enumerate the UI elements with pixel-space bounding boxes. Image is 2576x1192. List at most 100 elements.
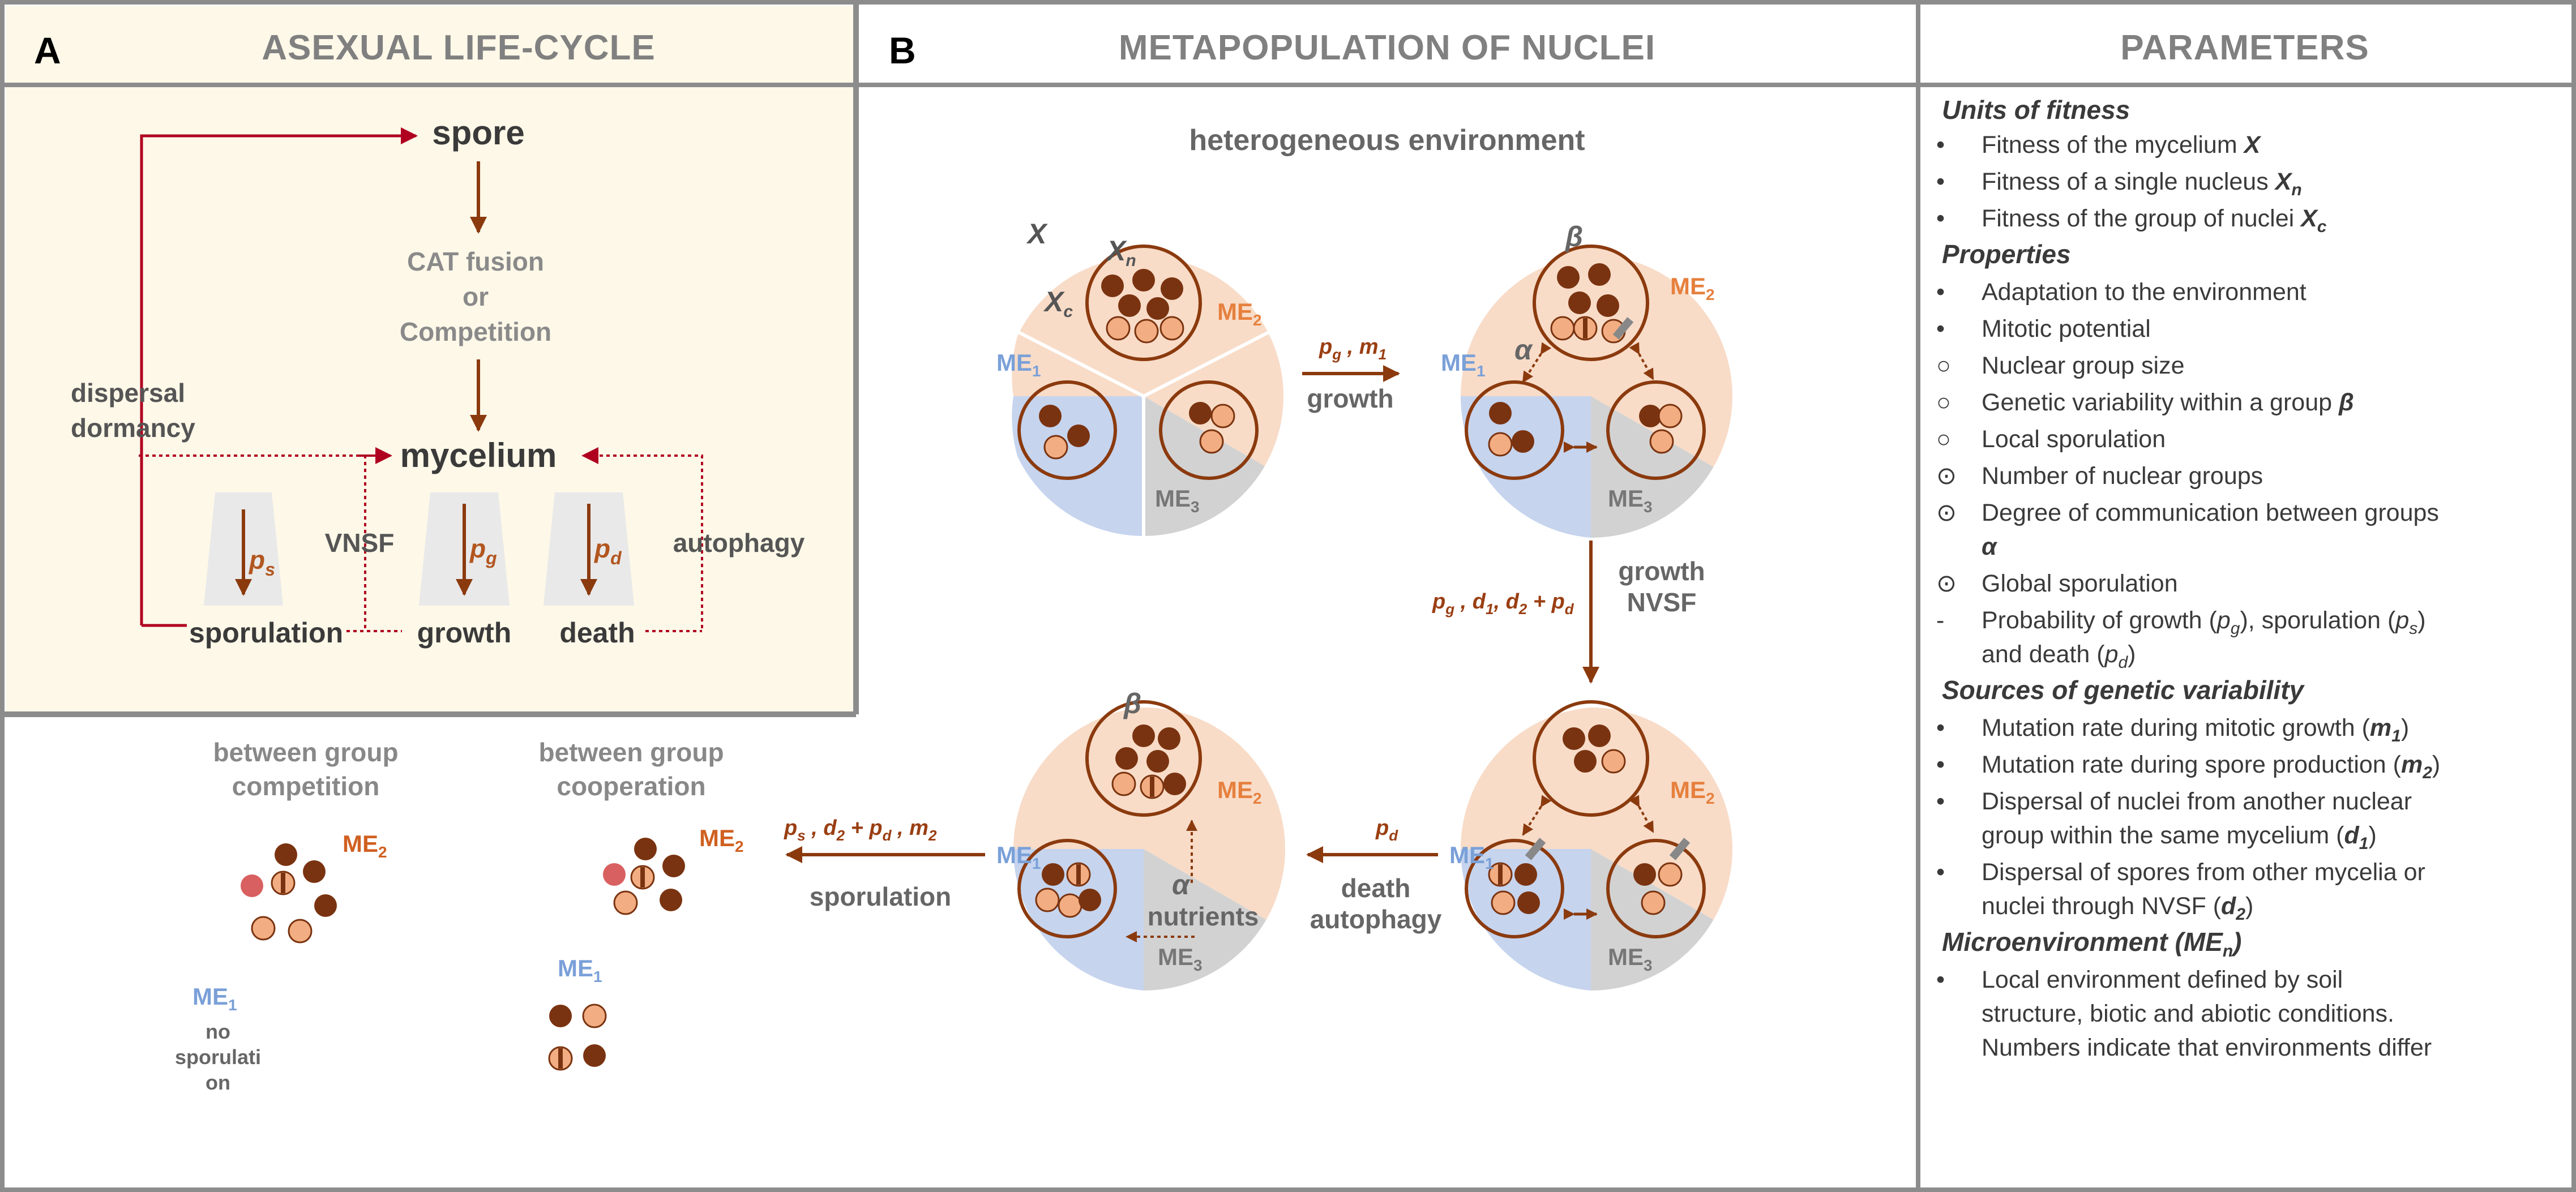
dark-nucleus: [1079, 889, 1101, 911]
dark-nucleus: [1146, 750, 1169, 773]
pd-label: pd: [593, 534, 622, 568]
dispersal-label: dispersal: [71, 378, 185, 408]
bullet: •: [1936, 205, 1945, 232]
nuclear-group-me3: [1159, 380, 1259, 480]
dark-nucleus: [1588, 263, 1611, 286]
light-nucleus: [251, 916, 276, 941]
environment-title: heterogeneous environment: [1189, 124, 1585, 157]
spore-entry-marker: [1669, 838, 1691, 860]
source-mitotic-mutation: Mutation rate during mitotic growth (m1): [1982, 714, 2409, 745]
cat-fusion-label: CAT fusion: [407, 247, 544, 276]
light-nucleus: [1649, 429, 1674, 454]
param-fitness-nucleus: Fitness of a single nucleus Xn: [1982, 168, 2302, 199]
dark-nucleus: [1132, 269, 1155, 291]
me3-label: ME3: [1608, 944, 1653, 974]
light-nucleus: [1658, 404, 1683, 428]
beta-label: β: [1564, 221, 1583, 252]
light-nucleus: [1601, 749, 1626, 774]
dark-nucleus: [634, 838, 657, 860]
panel-c-title: PARAMETERS: [2120, 28, 2369, 67]
light-nucleus: [1058, 893, 1082, 918]
source-spore-mutation: Mutation rate during spore production (m…: [1982, 751, 2440, 782]
dark-nucleus: [1588, 724, 1611, 747]
dormancy-label: dormancy: [71, 413, 195, 443]
dark-nucleus: [1161, 277, 1183, 300]
light-nucleus: [1111, 771, 1136, 796]
me2-label: ME2: [1670, 273, 1715, 303]
dash-bullet: -: [1936, 607, 1944, 634]
me3-label: ME3: [1608, 485, 1653, 516]
sector-divider: [1142, 329, 1272, 398]
prop-genetic-variability: Genetic variability within a group β: [1982, 389, 2354, 416]
dark-nucleus: [1489, 402, 1512, 425]
dark-nucleus: [1039, 405, 1062, 427]
me2-label: ME2: [1670, 777, 1715, 807]
migrating-nucleus-marker: [1612, 317, 1634, 340]
growth-step-params: pg , m1: [1319, 335, 1387, 363]
section-properties: Properties: [1942, 239, 2071, 269]
micro-definition-3: Numbers indicate that environments diffe…: [1982, 1034, 2432, 1061]
cooperation-cluster: ME2: [603, 825, 744, 915]
bullet: •: [1936, 966, 1945, 993]
micro-definition-1: Local environment defined by soil: [1982, 966, 2343, 993]
me1-label: ME1: [996, 349, 1041, 380]
autophagy-label: autophagy: [673, 528, 805, 558]
nucleus-stripe: [1583, 318, 1587, 338]
xc-label: Xc: [1043, 286, 1073, 321]
me3-label: ME3: [1158, 944, 1203, 974]
dark-nucleus: [1042, 863, 1064, 886]
panel-a-header-band: [6, 6, 855, 85]
mycelium-stage-4: α β nutrients ME1 ME2 ME3: [996, 688, 1285, 991]
dark-nucleus: [303, 860, 326, 883]
mycelium-stage-2: α β ME1 ME2 ME3: [1441, 221, 1732, 538]
dark-nucleus: [1132, 724, 1155, 747]
parameters-list: Units of fitness • Fitness of the myceli…: [1936, 95, 2440, 1061]
nuclear-group-me1: [1017, 380, 1117, 480]
nuclear-group-me1: [1465, 839, 1564, 938]
nucleus-stripe: [1076, 864, 1081, 885]
light-nucleus: [1035, 887, 1060, 912]
light-nucleus: [613, 890, 638, 915]
light-nucleus: [288, 919, 313, 944]
alpha-label: α: [1514, 334, 1533, 366]
me3-sector: [1591, 396, 1714, 538]
source-nuclear-dispersal-1: Dispersal of nuclei from another nuclear: [1982, 788, 2412, 815]
me2-label: ME2: [1217, 298, 1262, 329]
section-microenvironment: Microenvironment (MEn): [1942, 927, 2241, 961]
ps-label: ps: [248, 545, 275, 580]
prop-global-sporulation: Global sporulation: [1982, 570, 2178, 597]
dark-nucleus: [583, 1044, 606, 1067]
bullet: •: [1936, 751, 1945, 778]
dispersal-loop-arrow: [140, 127, 418, 625]
panel-a-title: ASEXUAL LIFE-CYCLE: [262, 28, 655, 67]
section-genetic-variability: Sources of genetic variability: [1942, 675, 2305, 705]
nucleus-stripe: [1498, 864, 1503, 885]
mycelium-label: mycelium: [400, 436, 557, 474]
dark-nucleus: [1163, 773, 1186, 795]
nuclear-group-me1: [1017, 839, 1117, 938]
light-nucleus: [582, 1004, 607, 1028]
dark-nucleus: [1517, 891, 1540, 914]
communication-arrow: [1522, 795, 1552, 836]
no-sporulation-1: no: [206, 1020, 230, 1043]
death-step-label-1: death: [1341, 873, 1411, 903]
me1-label: ME1: [996, 842, 1041, 872]
light-nucleus: [1043, 435, 1068, 460]
sporulation-step-params: ps , d2 + pd , m2: [784, 816, 937, 844]
nuclear-group-top: [1533, 700, 1649, 817]
spore-entry-marker: [1525, 838, 1546, 860]
competition-label: Competition: [400, 317, 551, 346]
me2-sector-top: [1013, 708, 1144, 849]
mycelium-stage-3: ME1 ME2 ME3: [1449, 700, 1732, 991]
circle-bullet: ○: [1936, 352, 1951, 379]
circle-bullet: ○: [1936, 426, 1951, 453]
me3-sector: [1591, 849, 1714, 991]
dot-circle-bullet: ⊙: [1936, 462, 1957, 490]
me2-sector: [1144, 708, 1285, 920]
nuclear-group-top: [1085, 700, 1202, 817]
bullet: •: [1936, 315, 1945, 342]
nuclear-group-me3: [1606, 380, 1706, 480]
light-nucleus: [1199, 429, 1224, 454]
light-nucleus: [1641, 890, 1666, 915]
